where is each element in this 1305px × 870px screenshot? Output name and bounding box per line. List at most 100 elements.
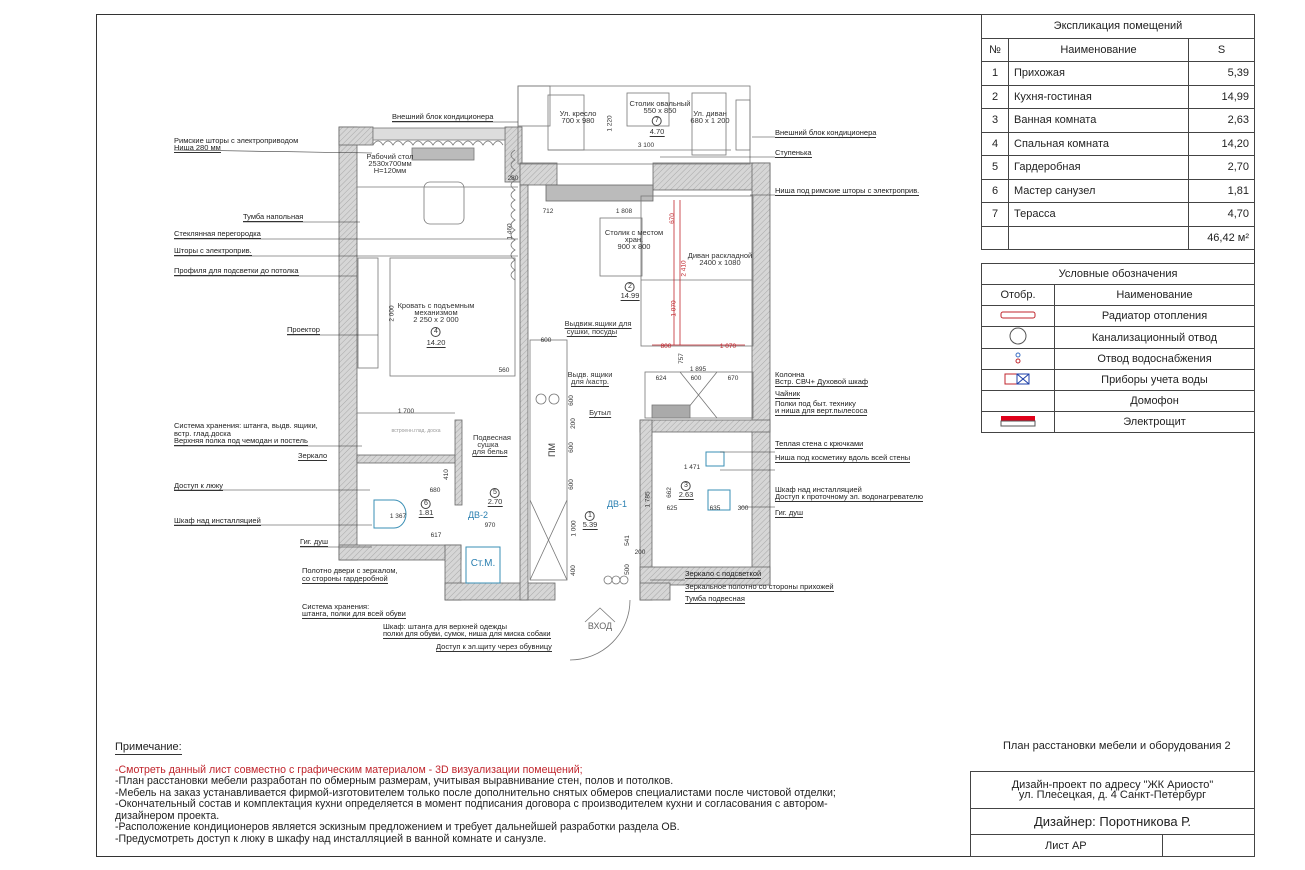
dimension: 600	[540, 337, 552, 344]
note-line: дизайнером проекта.	[115, 809, 220, 822]
dimension: 200	[569, 418, 577, 429]
callout: встр. глад.доска	[174, 429, 231, 438]
dimension: 670	[668, 213, 676, 224]
callout: Система хранения:	[302, 602, 370, 611]
electrical-panel-icon	[1000, 415, 1036, 426]
note-line: -План расстановки мебели разработан по о…	[115, 775, 674, 787]
furniture-label: механизмом	[414, 308, 458, 317]
dimension: 560	[498, 367, 510, 374]
dimension: 600	[567, 479, 575, 490]
callout: Теплая стена с крючками	[775, 439, 864, 449]
callout: Шторы с электроприв.	[174, 246, 252, 256]
water-meter-icon	[1004, 373, 1030, 384]
callout: Доступ к эл.щиту через обувницу	[436, 642, 552, 652]
furniture-label: Ул. кресло	[559, 109, 597, 118]
furniture-label: Подвесная	[473, 433, 511, 442]
callout: Доступ к проточному эл. водонагревателю	[775, 492, 923, 502]
notes-heading: Примечание:	[115, 741, 182, 755]
dimension: 410	[442, 469, 450, 480]
callout: Шкаф над инсталляцией	[775, 485, 862, 494]
dimension: 600	[690, 375, 702, 382]
total-area: 46,42 м²	[1188, 225, 1255, 250]
furniture-label: Кровать с подъемным	[397, 301, 475, 310]
entrance-label: ВХОД	[587, 621, 613, 631]
bedroom-furniture	[357, 127, 518, 414]
note-line: -Расположение кондиционеров является эск…	[115, 821, 680, 833]
dimension: 3 100	[637, 142, 655, 149]
callout: Гиг. душ	[775, 508, 803, 518]
callout: Полотно двери с зеркалом,	[302, 566, 398, 575]
furniture-label: 2530x700мм	[368, 159, 412, 168]
dimension: 1 700	[397, 408, 415, 415]
callout: Римские шторы с электроприводом	[174, 136, 299, 145]
dimension: 712	[542, 208, 554, 215]
dimension: 1 895	[689, 366, 707, 373]
furniture-label: для белья	[472, 447, 508, 457]
callout: Стеклянная перегородка	[174, 229, 261, 239]
dishwasher-label: ПМ	[547, 443, 557, 457]
dimension: 500	[623, 564, 631, 575]
furniture-label: для /кастр.	[570, 377, 610, 387]
dimension: 2 000	[388, 305, 396, 322]
total-row: 46,42 м²	[981, 225, 1255, 250]
furniture-label: хран.	[624, 235, 644, 244]
callout: Колонна	[775, 370, 805, 379]
dimension: 800	[660, 343, 672, 350]
callout: Ступенька	[775, 148, 812, 158]
dimension: 662	[665, 487, 673, 498]
dimension: 400	[569, 565, 577, 576]
furniture-label: Ул. диван	[693, 109, 727, 118]
washing-machine-label: Ст.М.	[470, 558, 496, 569]
furniture-label: Диван раскладной	[687, 251, 753, 260]
furniture-label: сушка	[477, 440, 499, 449]
dimension: 1 808	[615, 208, 633, 215]
drawing-frame	[96, 14, 1255, 857]
dimension: 625	[666, 505, 678, 512]
note-line: -Предусмотреть доступ к люку в шкафу над…	[115, 832, 547, 845]
furniture-label: 550 x 850	[643, 106, 677, 115]
furniture-label: Выдвиж.ящики для	[564, 319, 632, 329]
bathroom-fixtures	[373, 451, 731, 584]
dimension: 200	[634, 549, 646, 556]
dimension: 600	[567, 442, 575, 453]
callout: Шкаф над инсталляцией	[174, 516, 261, 526]
project-address-line2: ул. Плесецкая, д. 4 Санкт-Петербург	[1018, 789, 1207, 801]
water-outlet-icon	[1015, 352, 1021, 363]
furniture-label: H=120мм	[373, 166, 407, 175]
furniture-label: Рабочий стол	[366, 152, 414, 161]
dimension: 1 220	[606, 115, 614, 132]
callout: Ниша под римские шторы с электроприв.	[775, 186, 920, 196]
callout: Гиг. душ	[300, 537, 328, 547]
sheet-number: Лист АР	[971, 835, 1163, 857]
callout: со стороны гардеробной	[302, 574, 388, 584]
callout: Чайник	[775, 389, 800, 399]
radiator-icon	[1000, 311, 1036, 318]
callout: Доступ к люку	[174, 481, 223, 491]
door-label-dv2: ДВ-2	[467, 510, 489, 520]
dimension: 635	[709, 505, 721, 512]
callout: Ниша под косметику вдоль всей стены	[775, 453, 911, 463]
furniture-label: 700 x 980	[561, 116, 595, 125]
callout: штанга, полки для всей обуви	[302, 609, 406, 619]
note-line: -Смотреть данный лист совместно с графич…	[115, 763, 583, 776]
callout: Внешний блок кондиционера	[392, 112, 494, 122]
dimension: 1 000	[570, 520, 578, 537]
furniture-label: 680 x 1 200	[690, 116, 730, 125]
dimension: 1 367	[389, 513, 407, 520]
callout: Система хранения: штанга, выдв. ящики,	[174, 421, 318, 430]
furniture-label: 2 250 x 2 000	[413, 315, 459, 324]
dimension: 624	[655, 375, 667, 382]
callout: Зеркальное полотно со стороны прихожей	[685, 582, 834, 592]
furniture-label: 900 x 800	[617, 242, 651, 251]
door-label-dv1: ДВ-1	[606, 499, 628, 509]
title-block: Дизайн-проект по адресу "ЖК Ариосто" ул.…	[970, 771, 1255, 857]
